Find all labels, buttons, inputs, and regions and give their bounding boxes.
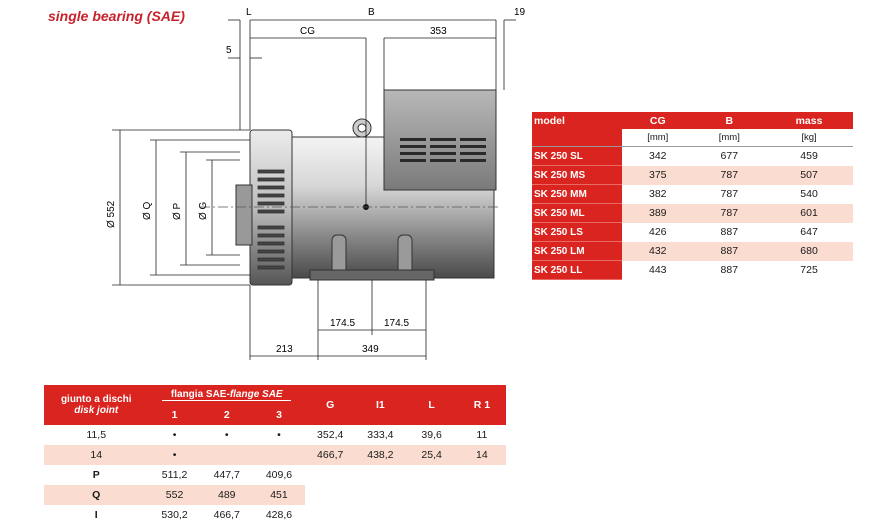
table-row: 14 • 466,7 438,2 25,4 14 [44, 445, 506, 465]
unit-cg: [mm] [622, 129, 694, 147]
model-table: model CG B mass [mm] [mm] [kg] SK 250 SL… [532, 112, 853, 280]
dim-B: B [368, 7, 375, 18]
base-rail [309, 269, 435, 281]
table-row: P 511,2 447,7 409,6 [44, 465, 506, 485]
table-row: SK 250 LL 443 887 725 [532, 260, 853, 280]
table-row: SK 250 ML 389 787 601 [532, 203, 853, 223]
table-row: SK 250 LM 432 887 680 [532, 241, 853, 261]
header-b: B [693, 112, 766, 129]
dim-19: 19 [514, 7, 526, 18]
bottom-dimensions [249, 280, 427, 360]
header-i1: I1 [355, 385, 406, 425]
dim-L: L [246, 7, 252, 18]
dim-P: Ø P [172, 202, 183, 220]
dim-5: 5 [226, 45, 232, 56]
dim-G: Ø G [198, 201, 209, 220]
header-flange-1: 1 [148, 405, 201, 425]
dim-Q: Ø Q [142, 201, 153, 220]
table-row: SK 250 MM 382 787 540 [532, 184, 853, 204]
dim-349: 349 [362, 344, 379, 355]
header-l: L [405, 385, 458, 425]
page-heading: single bearing (SAE) [48, 8, 185, 24]
dim-CG: CG [300, 26, 315, 37]
table-row: SK 250 LS 426 887 647 [532, 222, 853, 242]
dim-552: Ø 552 [106, 200, 117, 228]
front-flange [249, 129, 293, 286]
top-dimensions [228, 19, 516, 207]
header-flange-2: 2 [200, 405, 253, 425]
unit-b: [mm] [693, 129, 766, 147]
units-spacer [532, 129, 622, 147]
header-model: model [532, 112, 622, 129]
flange-table: giunto a dischi disk joint flangia SAE-f… [44, 385, 506, 525]
unit-mass: [kg] [765, 129, 853, 147]
header-flange-3: 3 [252, 405, 306, 425]
header-mass: mass [765, 112, 853, 129]
header-g: G [305, 385, 356, 425]
generator-drawing: L B 19 CG 353 5 Ø 552 Ø Q Ø P Ø G 174.5 … [106, 7, 526, 360]
terminal-box-vents [400, 138, 486, 162]
dim-174-left: 174.5 [330, 318, 355, 329]
table-row: SK 250 MS 375 787 507 [532, 165, 853, 185]
dim-213: 213 [276, 344, 293, 355]
header-flange-sae: flangia SAE-flange SAE [148, 385, 306, 405]
header-disk-joint: giunto a dischi disk joint [44, 385, 149, 425]
table-row: Q 552 489 451 [44, 485, 506, 505]
table-row: SK 250 SL 342 677 459 [532, 146, 853, 166]
dim-174-right: 174.5 [384, 318, 409, 329]
shaft-hub [235, 184, 253, 246]
dim-353: 353 [430, 26, 447, 37]
header-r1: R 1 [457, 385, 506, 425]
flange-vents [257, 169, 285, 270]
table-row: 11,5 • • • 352,4 333,4 39,6 11 [86, 429, 488, 441]
header-cg: CG [622, 112, 694, 129]
table-row: I 530,2 466,7 428,6 [44, 505, 506, 525]
left-dimensions [112, 129, 250, 286]
